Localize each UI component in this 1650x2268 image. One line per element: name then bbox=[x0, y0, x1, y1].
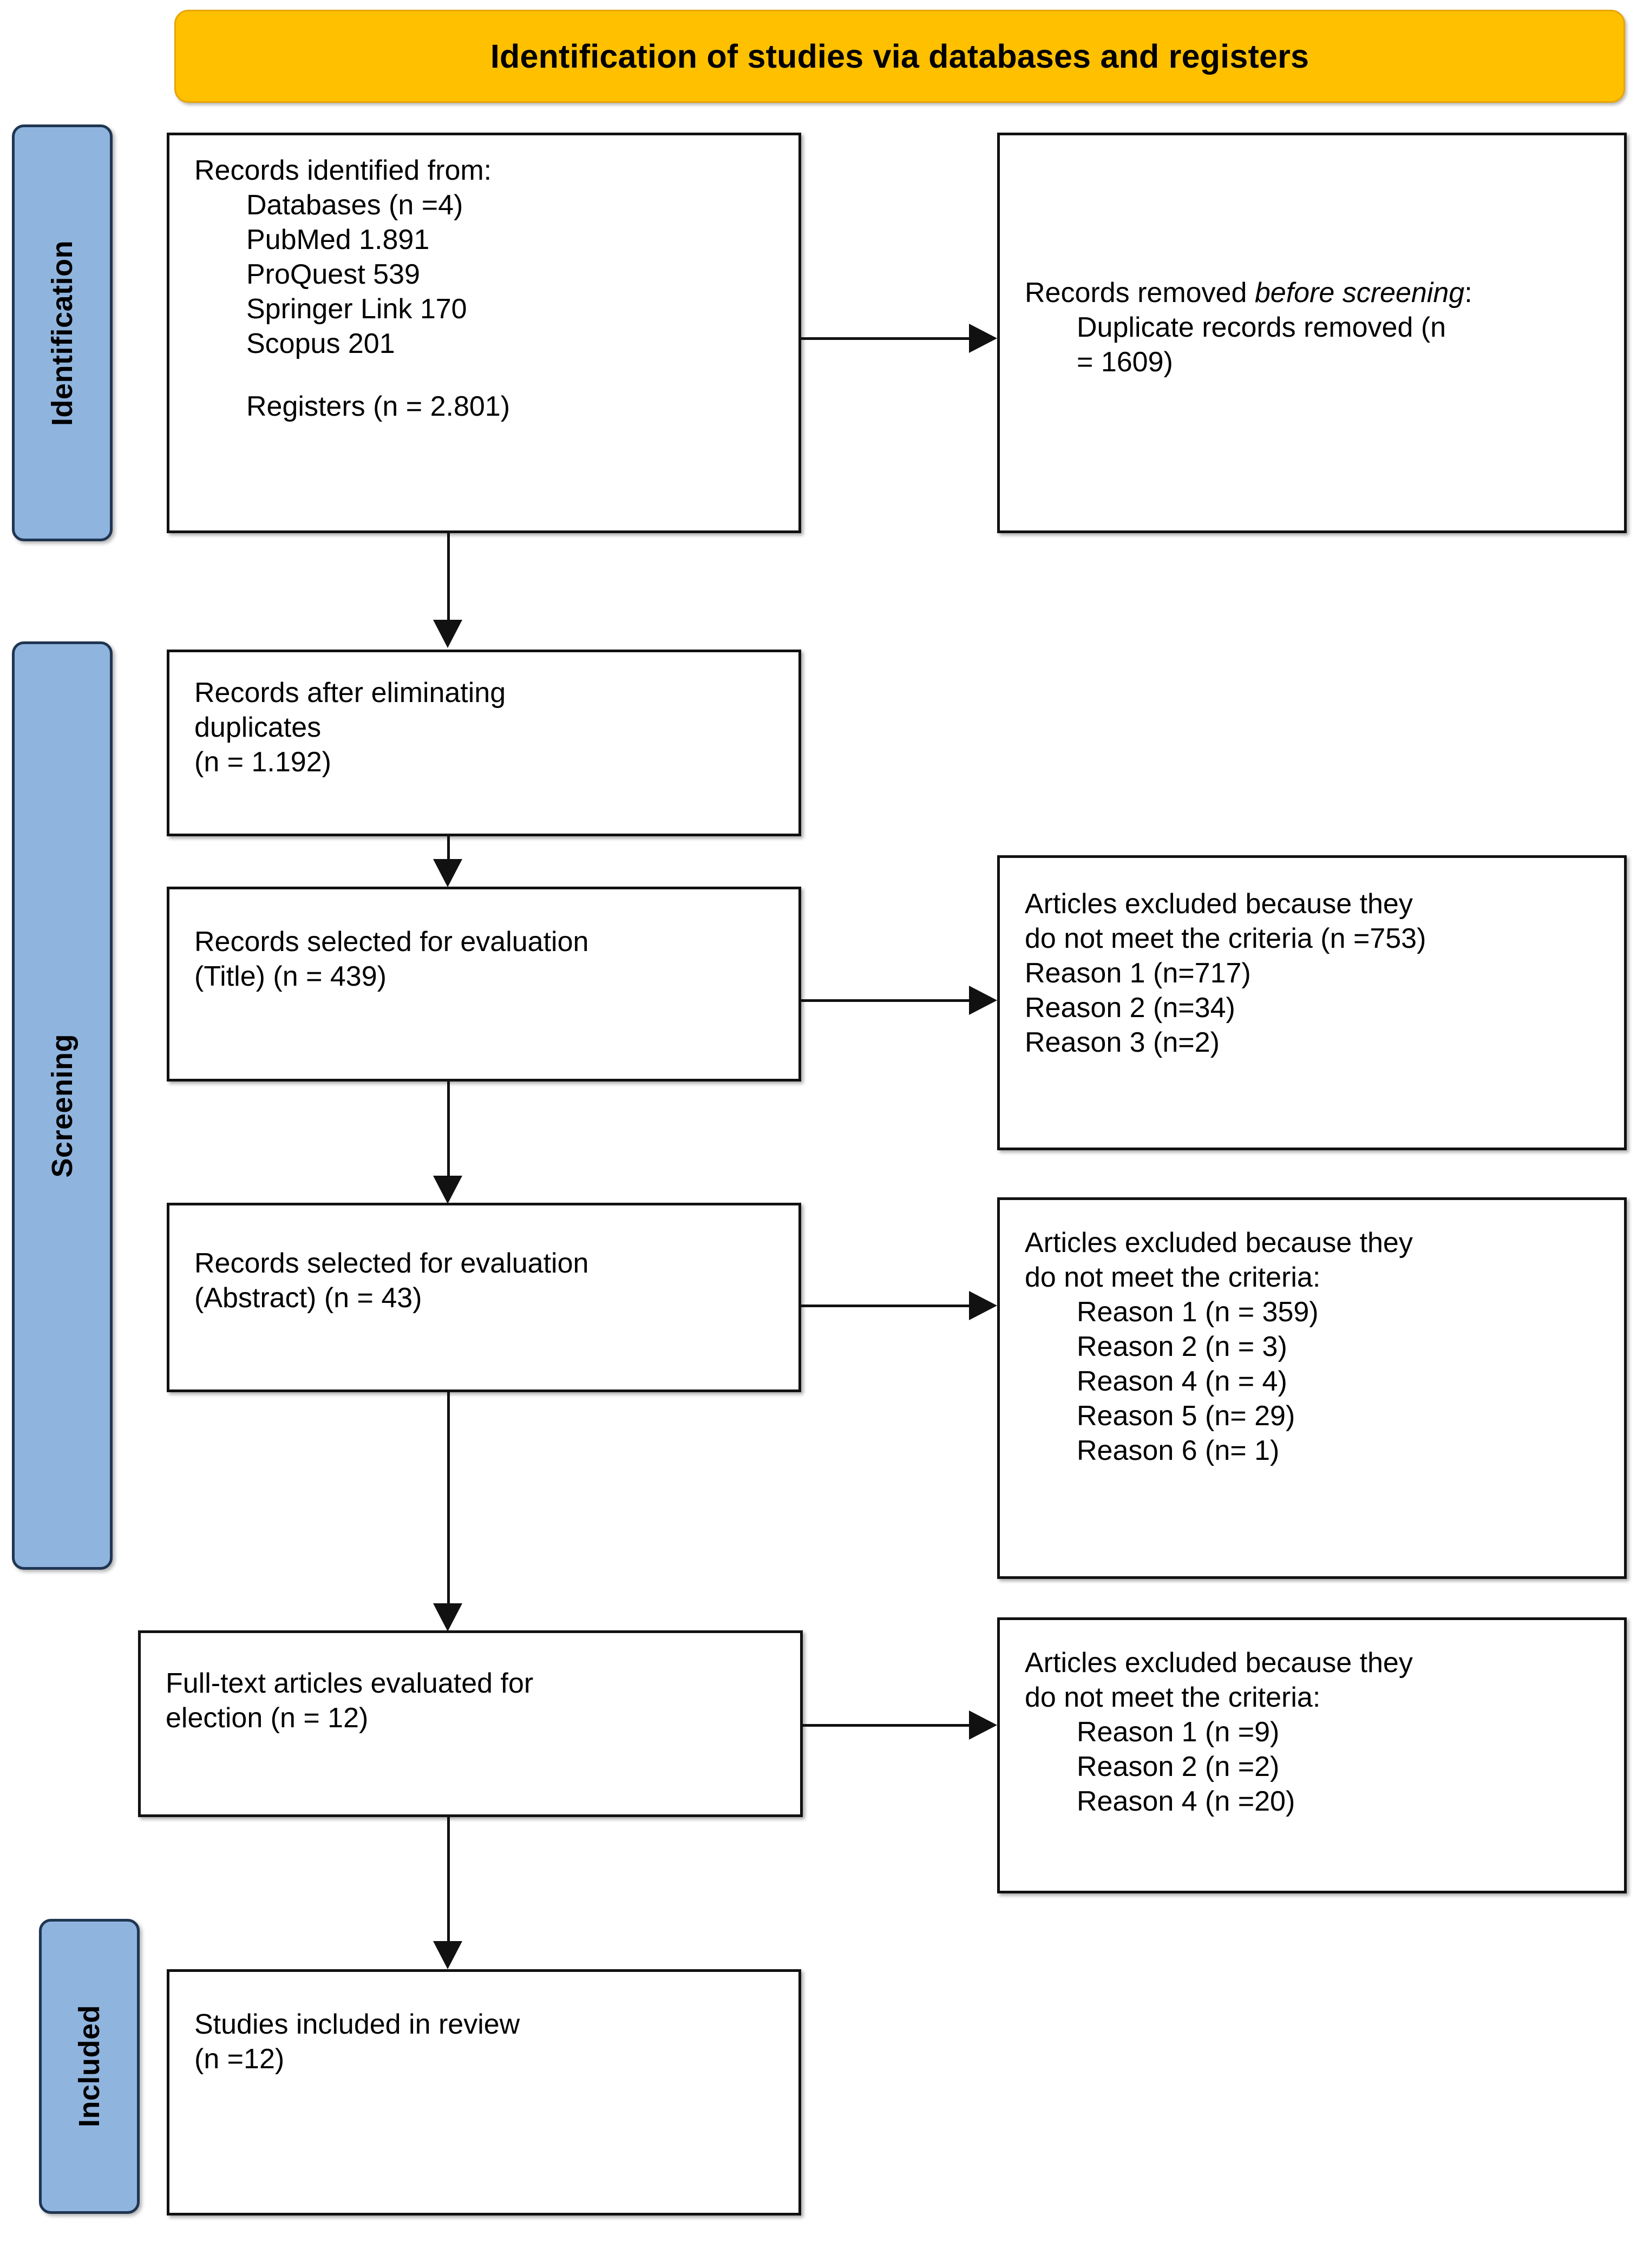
box-line: Databases (n =4) bbox=[246, 189, 463, 221]
lead-normal: Records removed bbox=[1025, 277, 1255, 309]
box-articles-excluded-fulltext: Articles excluded because they do not me… bbox=[997, 1617, 1627, 1893]
box-line: Reason 4 (n =20) bbox=[1077, 1785, 1295, 1817]
lead-tail: : bbox=[1464, 277, 1472, 309]
box-line: Reason 6 (n= 1) bbox=[1077, 1434, 1280, 1466]
box-full-text-articles-evaluated: Full-text articles evaluated for electio… bbox=[138, 1630, 803, 1817]
box-line: Records selected for evaluation bbox=[194, 1248, 589, 1279]
box-line: Reason 4 (n = 4) bbox=[1077, 1365, 1287, 1397]
box-line: election (n = 12) bbox=[166, 1702, 369, 1734]
box-records-selected-abstract: Records selected for evaluation (Abstrac… bbox=[167, 1203, 801, 1392]
box-line: Reason 3 (n=2) bbox=[1025, 1026, 1220, 1058]
lead-italic: before screening bbox=[1254, 277, 1465, 309]
box-line: Records selected for evaluation bbox=[194, 926, 589, 958]
banner-title: Identification of studies via databases … bbox=[490, 38, 1309, 75]
box-line: (n =12) bbox=[194, 2043, 285, 2075]
connector-abstract-to-excluded bbox=[801, 1305, 969, 1307]
box-line: Reason 1 (n =9) bbox=[1077, 1716, 1280, 1748]
box-line: do not meet the criteria (n =753) bbox=[1025, 922, 1426, 954]
arrowhead-down bbox=[433, 1603, 462, 1631]
stage-bar-included: Included bbox=[39, 1919, 140, 2214]
box-line-spacer bbox=[194, 362, 782, 390]
box-line: (Title) (n = 439) bbox=[194, 960, 387, 992]
box-line: Duplicate records removed (n bbox=[1077, 311, 1446, 343]
box-line: = 1609) bbox=[1077, 346, 1173, 378]
arrowhead-right bbox=[969, 1291, 997, 1320]
box-line: duplicates bbox=[194, 711, 322, 743]
stage-label-screening: Screening bbox=[46, 1033, 78, 1178]
box-line: Full-text articles evaluated for bbox=[166, 1668, 534, 1699]
connector-identified-to-removed bbox=[801, 337, 969, 340]
box-line: (n = 1.192) bbox=[194, 746, 331, 778]
box-records-removed-before-screening: Records removed before screening: Duplic… bbox=[997, 133, 1627, 533]
arrowhead-right bbox=[969, 986, 997, 1015]
box-line: Scopus 201 bbox=[246, 327, 395, 359]
connector-abstract-to-fulltext bbox=[447, 1392, 450, 1604]
arrowhead-right bbox=[969, 1710, 997, 1740]
box-line: Reason 2 (n=34) bbox=[1025, 992, 1235, 1024]
connector-fulltext-to-included bbox=[447, 1817, 450, 1943]
stage-label-included: Included bbox=[73, 2005, 106, 2128]
box-line: do not meet the criteria: bbox=[1025, 1681, 1321, 1713]
box-line: Reason 5 (n= 29) bbox=[1077, 1400, 1295, 1432]
box-line: Articles excluded because they bbox=[1025, 1647, 1413, 1679]
connector-dedup-to-title bbox=[447, 836, 450, 862]
box-line: Records identified from: bbox=[194, 155, 492, 186]
box-line: (Abstract) (n = 43) bbox=[194, 1282, 422, 1314]
arrowhead-right bbox=[969, 324, 997, 353]
box-records-after-eliminating-duplicates: Records after eliminating duplicates (n … bbox=[167, 650, 801, 836]
box-line: Springer Link 170 bbox=[246, 293, 467, 325]
stage-bar-screening: Screening bbox=[12, 641, 113, 1570]
box-line: Reason 2 (n = 3) bbox=[1077, 1330, 1287, 1362]
stage-bar-identification: Identification bbox=[12, 124, 113, 541]
box-line: Studies included in review bbox=[194, 2009, 520, 2040]
box-records-selected-title: Records selected for evaluation (Title) … bbox=[167, 887, 801, 1081]
box-line: Records after eliminating bbox=[194, 677, 506, 709]
arrowhead-down bbox=[433, 620, 462, 648]
box-line: Registers (n = 2.801) bbox=[246, 390, 510, 422]
box-line: Articles excluded because they bbox=[1025, 888, 1413, 920]
box-records-identified: Records identified from: Databases (n =4… bbox=[167, 133, 801, 533]
connector-title-to-abstract bbox=[447, 1081, 450, 1178]
connector-identified-to-dedup bbox=[447, 533, 450, 620]
box-articles-excluded-abstract: Articles excluded because they do not me… bbox=[997, 1197, 1627, 1579]
box-articles-excluded-title: Articles excluded because they do not me… bbox=[997, 855, 1627, 1150]
box-line: PubMed 1.891 bbox=[246, 224, 430, 255]
box-line: Articles excluded because they bbox=[1025, 1227, 1413, 1258]
diagram-banner: Identification of studies via databases … bbox=[174, 10, 1625, 103]
box-studies-included-in-review: Studies included in review (n =12) bbox=[167, 1969, 801, 2215]
stage-label-identification: Identification bbox=[46, 240, 78, 426]
box-line: Reason 2 (n =2) bbox=[1077, 1751, 1280, 1782]
box-line: Reason 1 (n = 359) bbox=[1077, 1296, 1319, 1328]
box-line: ProQuest 539 bbox=[246, 258, 420, 290]
arrowhead-down bbox=[433, 1176, 462, 1204]
box-line: Reason 1 (n=717) bbox=[1025, 957, 1251, 989]
box-line-lead: Records removed before screening: bbox=[1025, 276, 1608, 311]
arrowhead-down bbox=[433, 1941, 462, 1969]
connector-title-to-excluded bbox=[801, 999, 969, 1002]
box-line: do not meet the criteria: bbox=[1025, 1261, 1321, 1293]
connector-fulltext-to-excluded bbox=[803, 1724, 969, 1727]
arrowhead-down bbox=[433, 859, 462, 887]
